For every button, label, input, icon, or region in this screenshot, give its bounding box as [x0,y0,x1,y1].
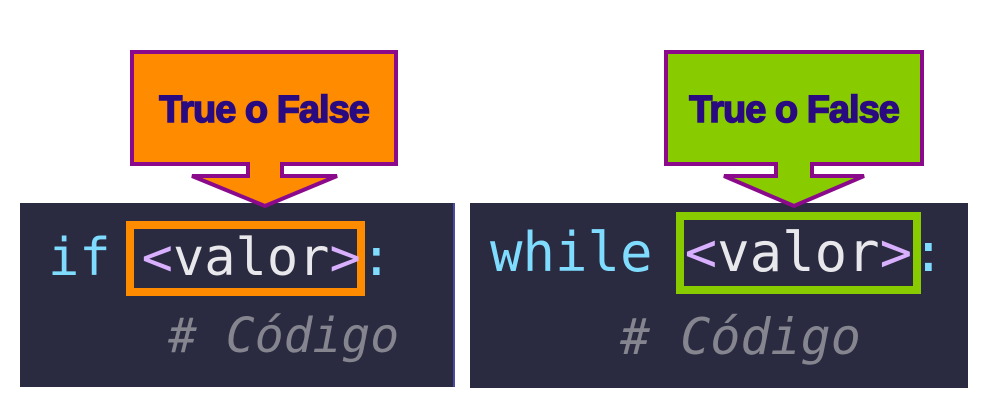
if-callout-label: True o False [158,88,370,132]
while-code-line: while <valor>: [490,222,945,284]
while-code-panel [470,203,968,388]
value-placeholder: valor [717,221,880,284]
value-close-bracket: > [879,221,913,284]
value-open-bracket: < [141,228,173,288]
colon: : [360,228,393,288]
if-comment: # Código [168,308,400,364]
if-code-line: if <valor>: [48,228,392,288]
while-keyword: while [490,221,653,284]
while-comment: # Código [620,308,861,366]
value-close-bracket: > [329,228,361,288]
if-value-highlight [126,221,365,296]
if-keyword: if [48,228,111,288]
while-value-highlight [676,212,921,294]
value-open-bracket: < [684,221,718,284]
value-placeholder: valor [172,228,330,288]
while-callout-label: True o False [688,88,900,132]
colon: : [912,221,945,284]
